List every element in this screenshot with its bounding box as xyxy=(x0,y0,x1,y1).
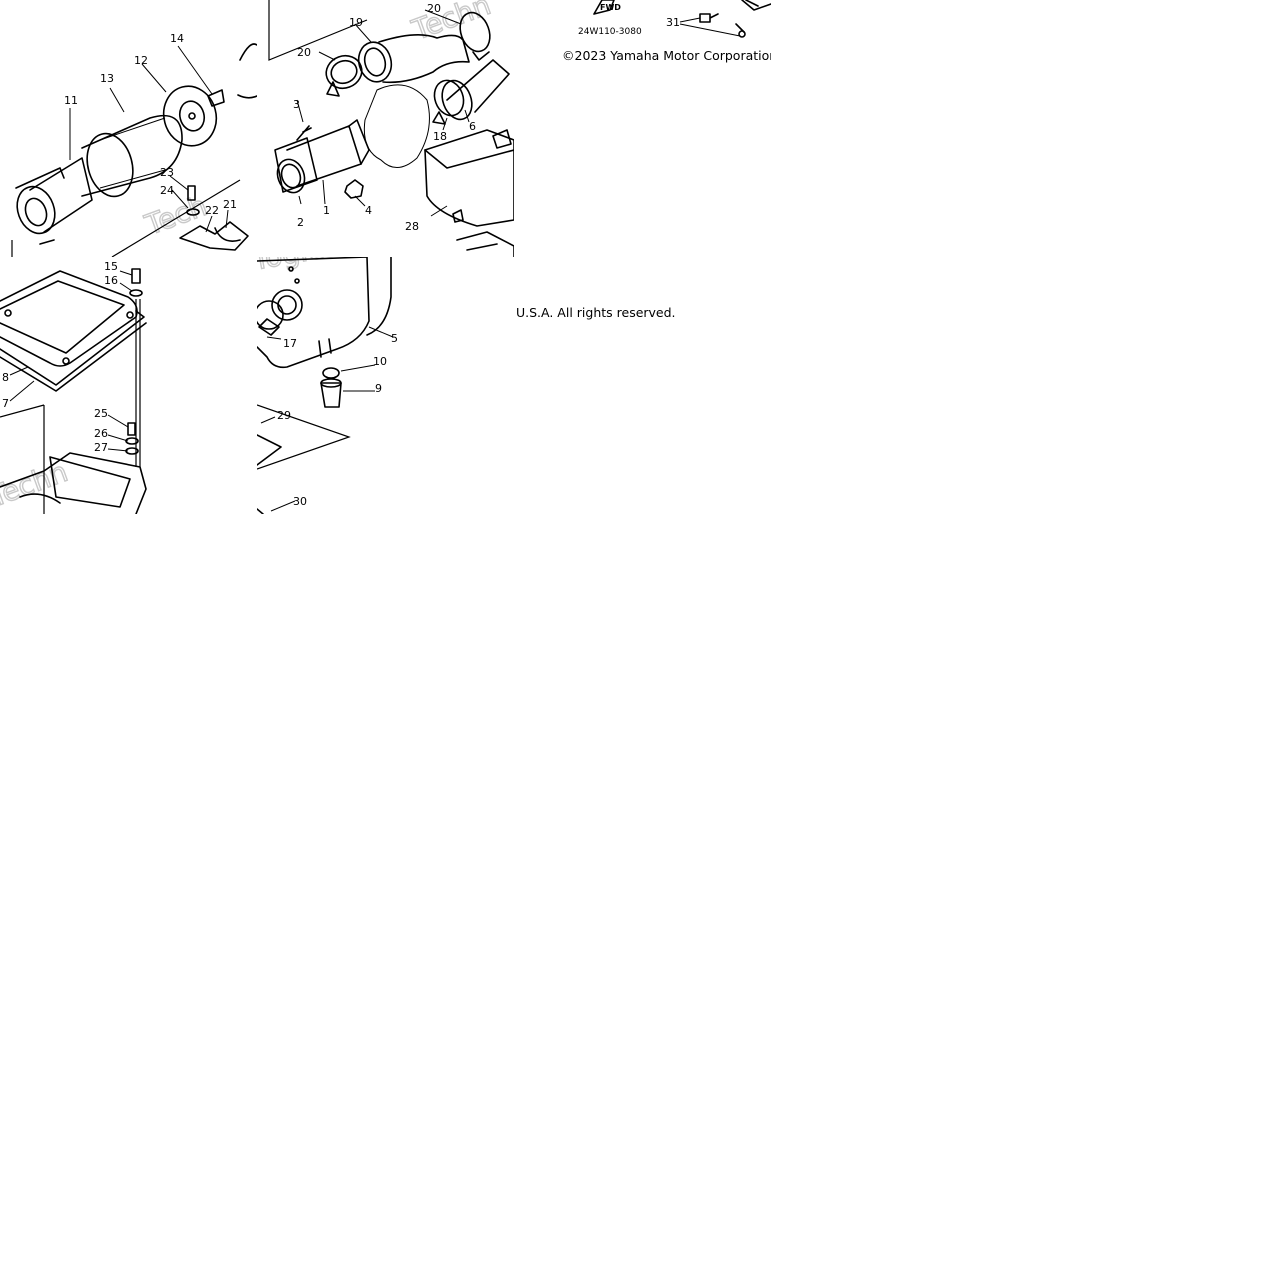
part-number-9: 9 xyxy=(375,382,382,395)
part-number-31: 31 xyxy=(666,16,680,29)
part-number-12: 12 xyxy=(134,54,148,67)
air-filter-drawing: Tech 11 13 12 14 23 24 22 21 xyxy=(11,32,257,257)
part-number-19: 19 xyxy=(349,16,363,29)
watermark: Techn xyxy=(0,455,72,514)
intake-joints-drawing: Techn xyxy=(268,0,514,257)
diagram-tile-air-filter: Tech 11 13 12 14 23 24 22 21 xyxy=(0,0,257,257)
part-number-17: 17 xyxy=(283,337,297,350)
diagram-tile-air-box: logies 17 5 10 9 29 30 xyxy=(257,257,514,514)
part-number-6: 6 xyxy=(469,120,476,133)
part-number-4: 4 xyxy=(365,204,372,217)
part-number-3: 3 xyxy=(293,98,300,111)
part-number-2: 2 xyxy=(297,216,304,229)
part-number-13: 13 xyxy=(100,72,114,85)
part-number-10: 10 xyxy=(373,355,387,368)
part-number-20: 20 xyxy=(297,46,311,59)
part-number-24: 24 xyxy=(160,184,174,197)
part-number-1: 1 xyxy=(323,204,330,217)
fwd-label: FWD xyxy=(600,3,621,12)
copyright-line-2: U.S.A. All rights reserved. xyxy=(516,305,676,320)
part-number-8: 8 xyxy=(2,371,9,384)
fwd-code-drawing: FWD 24W110-3080 31 xyxy=(578,0,771,38)
diagram-tile-fwd-code: FWD 24W110-3080 31 ©2023 Yamaha Motor Co… xyxy=(514,0,771,70)
part-number-14: 14 xyxy=(170,32,184,45)
part-number-15: 15 xyxy=(104,260,118,273)
drawing-code: 24W110-3080 xyxy=(578,27,642,37)
part-number-16: 16 xyxy=(104,274,118,287)
diagram-tile-intake-joints: Techn xyxy=(257,0,514,257)
part-number-22: 22 xyxy=(205,204,219,217)
diagram-tile-filter-case: Techn 15 16 8 7 25 26 27 xyxy=(0,257,257,514)
part-number-30: 30 xyxy=(293,495,307,508)
copyright-line-1: ©2023 Yamaha Motor Corporation. xyxy=(562,48,771,63)
filter-case-drawing: Techn 15 16 8 7 25 26 27 xyxy=(0,260,147,514)
part-number-25: 25 xyxy=(94,407,108,420)
part-number-7: 7 xyxy=(2,397,9,410)
air-box-drawing: logies 17 5 10 9 29 30 xyxy=(257,257,398,514)
part-number-21: 21 xyxy=(223,198,237,211)
part-number-23: 23 xyxy=(160,166,174,179)
part-number-11: 11 xyxy=(64,94,78,107)
part-number-20b: 20 xyxy=(427,2,441,15)
part-number-27: 27 xyxy=(94,441,108,454)
part-number-28: 28 xyxy=(405,220,419,233)
part-number-5: 5 xyxy=(391,332,398,345)
part-number-18: 18 xyxy=(433,130,447,143)
watermark: Techn xyxy=(407,0,495,47)
part-number-26: 26 xyxy=(94,427,108,440)
part-number-29: 29 xyxy=(277,409,291,422)
copyright-tile: U.S.A. All rights reserved. xyxy=(514,257,771,337)
